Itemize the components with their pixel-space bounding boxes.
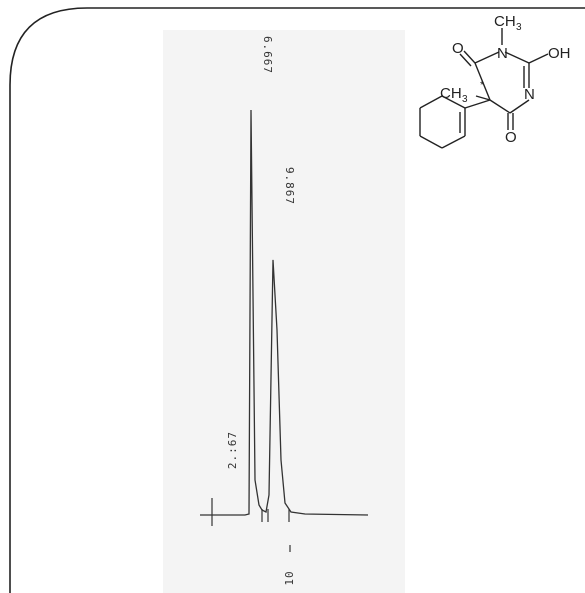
n1-atom-label: N [497,45,508,62]
stereo-center-mark: * [480,80,484,91]
axis-tick-label: 10 [283,570,296,585]
oh-group-label: OH [548,45,571,62]
chromatogram-trace [200,109,369,516]
peak-label-main: 6.667 [261,36,274,74]
peak-label-inject: 2.:67 [226,431,239,469]
carbonyl-oxygen-bottom-label: O [505,129,517,146]
n3-atom-label: N [524,86,535,103]
chemical-structure: CH 3 N OH O N CH 3 * O [419,13,571,149]
methyl-left-label: CH [440,85,462,102]
structure-bonds [419,28,549,149]
baseline-ticks [211,498,291,552]
methyl-top-label: CH [494,13,516,30]
methyl-left-subscript: 3 [462,94,468,105]
peak-label-second: 9.867 [283,167,296,205]
carbonyl-oxygen-top-label: O [452,40,464,57]
frame-border [9,7,585,593]
methyl-top-subscript: 3 [516,22,522,33]
